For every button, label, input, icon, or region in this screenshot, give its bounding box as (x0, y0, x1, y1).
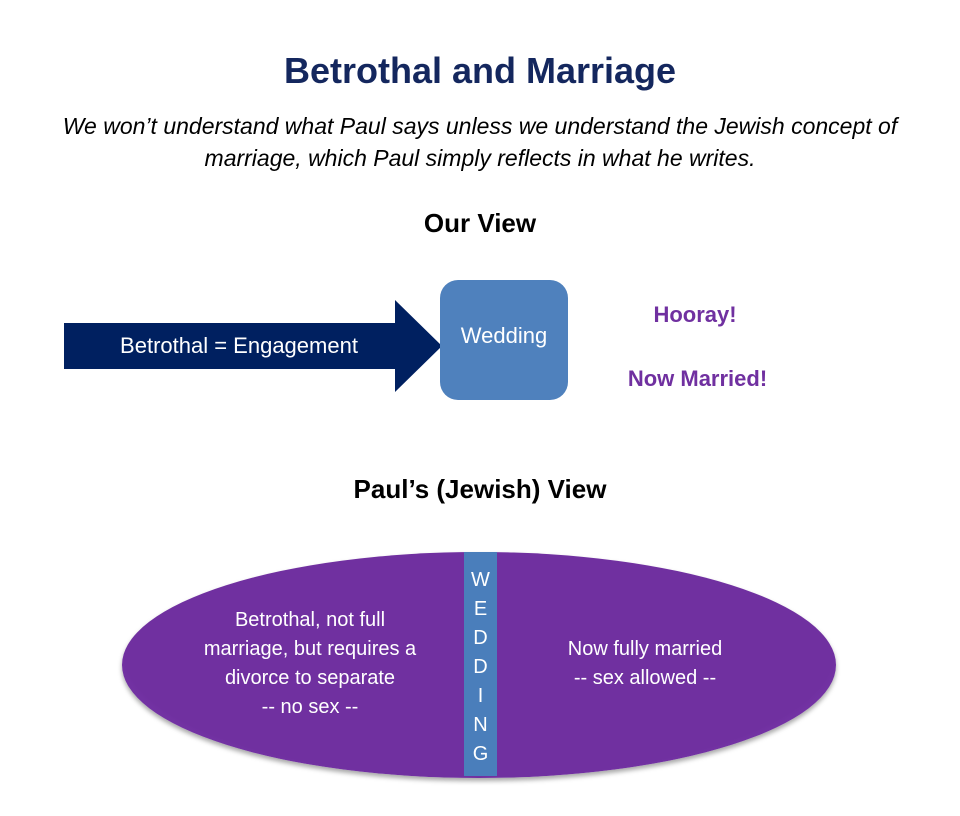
pauls-view-heading: Paul’s (Jewish) View (353, 474, 607, 504)
text-line: Now fully married (567, 638, 723, 660)
hooray-text: Hooray! (653, 302, 737, 327)
text-line: -- no sex -- (261, 696, 359, 718)
married-description: Now fully married -- sex allowed -- (510, 635, 780, 693)
text-line: divorce to separate (224, 667, 396, 689)
our-view-heading: Our View (423, 208, 537, 238)
bar-letter: D (473, 627, 488, 649)
slide-title: Betrothal and Marriage (283, 50, 677, 91)
bar-letter: D (473, 656, 488, 678)
bar-letter: G (472, 743, 489, 765)
wedding-box: Wedding (440, 280, 568, 400)
bar-letter: I (477, 685, 484, 707)
text-line: -- sex allowed -- (573, 667, 717, 689)
arrow-shape (64, 300, 442, 392)
text-line: marriage, but requires a (203, 638, 417, 660)
betrothal-description: Betrothal, not full marriage, but requir… (170, 606, 450, 722)
bar-letter: W (471, 569, 490, 591)
text-line: Betrothal, not full (234, 609, 386, 631)
wedding-divider-bar: W E D D I N G (464, 552, 497, 776)
slide-subtitle: We won’t understand what Paul says unles… (62, 113, 898, 171)
now-married-text: Now Married! (627, 366, 768, 391)
betrothal-arrow (64, 300, 442, 392)
wedding-box-label: Wedding (460, 323, 548, 348)
arrow-label: Betrothal = Engagement (120, 333, 358, 358)
bar-letter: E (473, 598, 488, 620)
bar-letter: N (473, 714, 488, 736)
